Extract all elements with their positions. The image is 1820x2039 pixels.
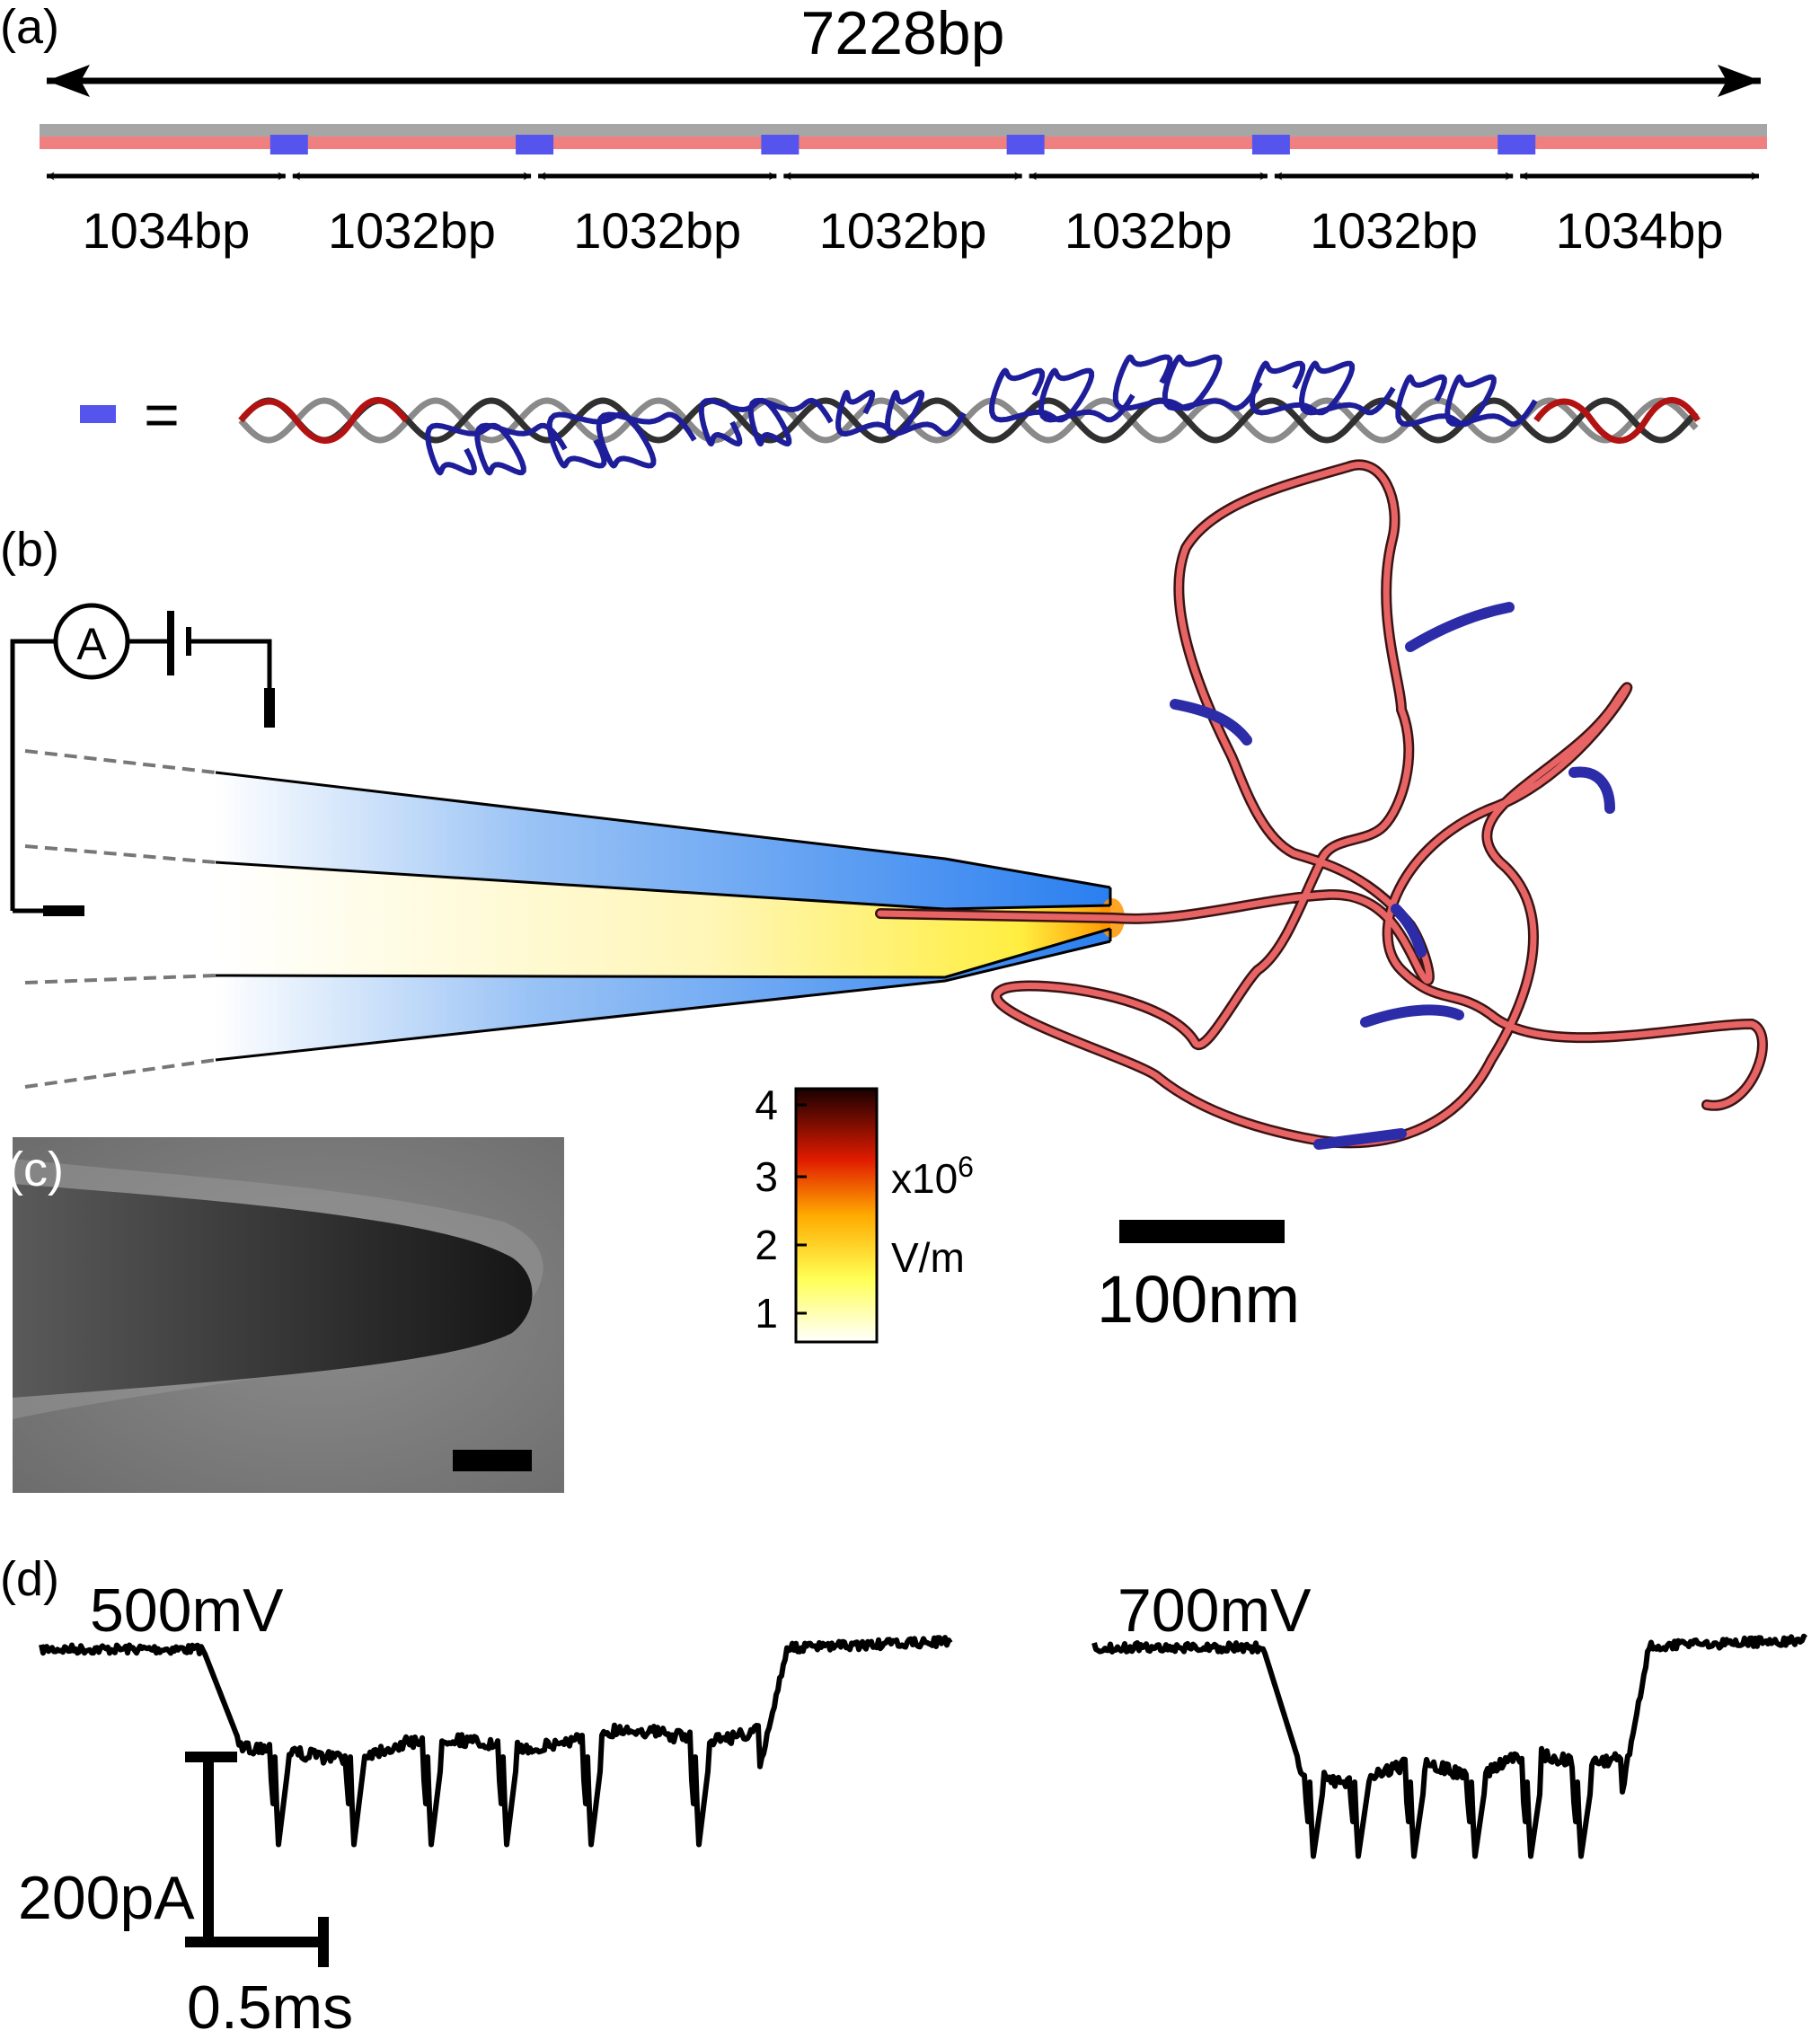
dna-helix-structure — [238, 354, 1701, 476]
total-length-arrowhead-right — [1718, 65, 1761, 97]
helix-end-left-red — [238, 397, 409, 444]
current-trace-700mV — [1091, 1633, 1808, 1859]
dna-strand-shadow — [875, 459, 1768, 1149]
dna-molecule — [875, 459, 1768, 1150]
colorbar-tick-1: 1 — [755, 1290, 778, 1337]
current-trace-500mV — [39, 1635, 953, 1848]
colorbar-tick-3: 3 — [755, 1153, 778, 1200]
pipette-wall-bottom — [216, 929, 1110, 1060]
helix-knots — [425, 354, 1538, 476]
colorbar — [794, 1087, 879, 1344]
ammeter-icon — [53, 603, 130, 680]
trace-right-label: 700mV — [1118, 1576, 1312, 1645]
dna-marker-4 — [1391, 904, 1427, 958]
marker-4 — [1006, 135, 1045, 154]
segment-label-1: 1034bp — [82, 202, 250, 259]
segment-label-7: 1034bp — [1556, 202, 1724, 259]
ammeter-label: A — [76, 619, 107, 669]
electric-field-region — [216, 862, 1110, 977]
scale-bar-axes — [185, 1752, 329, 1967]
strand-bottom — [40, 137, 1767, 149]
segment-label-4: 1032bp — [819, 202, 987, 259]
helix-knot-3 — [698, 397, 834, 447]
legend-equals: = — [144, 381, 180, 449]
strand-top — [40, 124, 1767, 137]
trace-left-label: 500mV — [90, 1576, 284, 1645]
marker-1 — [269, 135, 308, 154]
marker-5 — [1251, 135, 1290, 154]
helix-knot-5 — [989, 367, 1135, 423]
colorbar-ticks: 4 3 2 1 — [755, 1081, 807, 1337]
segment-label-3: 1032bp — [573, 202, 741, 259]
dna-marker-5 — [1360, 1004, 1464, 1028]
helix-knot-8 — [1395, 374, 1538, 428]
helix-knot-1 — [425, 422, 568, 476]
marker-6 — [1498, 135, 1536, 154]
helix-strand-gray — [238, 397, 1699, 444]
marker-2 — [516, 135, 554, 154]
colorbar-tick-2: 2 — [755, 1222, 778, 1268]
scale-time-label: 0.5ms — [187, 1973, 353, 2039]
scale-bar-label: 100nm — [1097, 1262, 1300, 1337]
helix-knot-2 — [546, 411, 697, 469]
pipette-wall-top — [216, 772, 1110, 909]
helix-strand-dark — [238, 397, 1699, 444]
panel-c-label: (c) — [7, 1143, 64, 1196]
sem-pipette-tip — [13, 1184, 533, 1398]
helix-end-right-red — [1533, 397, 1701, 444]
total-length-label: 7228bp — [801, 0, 1005, 67]
dna-marker-3 — [1568, 766, 1615, 814]
dna-marker-2 — [1170, 699, 1252, 746]
helix-knot-4 — [835, 389, 967, 437]
panel-a-label: (a) — [0, 0, 59, 54]
circuit-wire — [10, 639, 272, 911]
scale-current-label: 200pA — [18, 1864, 195, 1932]
segment-label-2: 1032bp — [328, 202, 496, 259]
scale-bar — [1119, 1220, 1285, 1243]
sem-scale-bar — [453, 1450, 532, 1471]
pipette-outline — [215, 771, 1112, 1062]
electrode-top — [264, 688, 275, 728]
helix-knot-6 — [1112, 354, 1263, 411]
electrode-bottom — [43, 905, 84, 916]
segment-labels: 1034bp 1032bp 1032bp 1032bp 1032bp 1032bp 1034… — [82, 202, 1723, 259]
dna-marker-1 — [1405, 602, 1515, 652]
segment-label-6: 1032bp — [1310, 202, 1478, 259]
dna-marker-6 — [1313, 1128, 1407, 1150]
panel-d-label: (d) — [0, 1552, 59, 1606]
total-length-arrowhead-left — [47, 65, 90, 97]
dna-strand — [877, 462, 1766, 1146]
legend-marker — [80, 405, 116, 423]
panel-b-label: (b) — [0, 523, 59, 577]
marker-3 — [761, 135, 800, 154]
pipette-dashed-extension — [24, 749, 216, 1089]
marker-group — [269, 135, 1536, 154]
colorbar-tick-4: 4 — [755, 1081, 778, 1128]
colorbar-unit-multiplier: x106 — [891, 1151, 974, 1202]
helix-knot-7 — [1250, 360, 1396, 416]
segment-label-5: 1032bp — [1065, 202, 1232, 259]
colorbar-unit: V/m — [891, 1234, 965, 1281]
